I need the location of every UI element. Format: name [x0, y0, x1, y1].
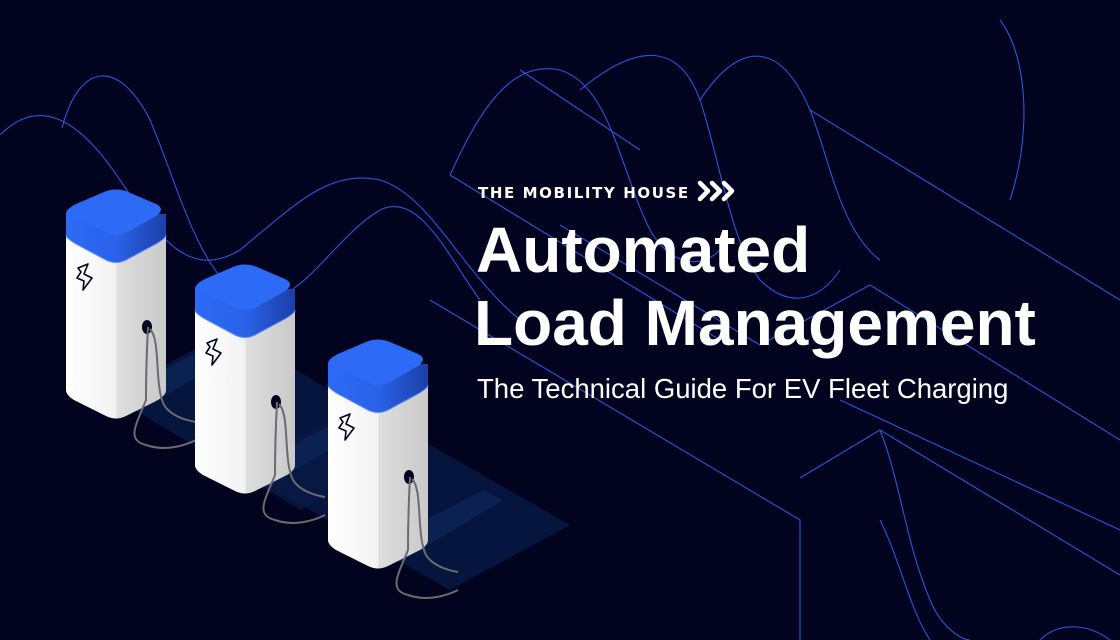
headline-line-2: Load Management — [474, 287, 1036, 359]
subtitle: The Technical Guide For EV Fleet Chargin… — [477, 373, 1008, 404]
headline-line-1: Automated — [476, 214, 810, 286]
charging-stations-illustration — [65, 188, 570, 599]
brand-name: THE MOBILITY HOUSE — [478, 184, 690, 202]
background-waves — [0, 19, 1120, 640]
brand-logo: THE MOBILITY HOUSE — [478, 180, 735, 202]
triple-chevron-right-icon — [697, 180, 735, 202]
